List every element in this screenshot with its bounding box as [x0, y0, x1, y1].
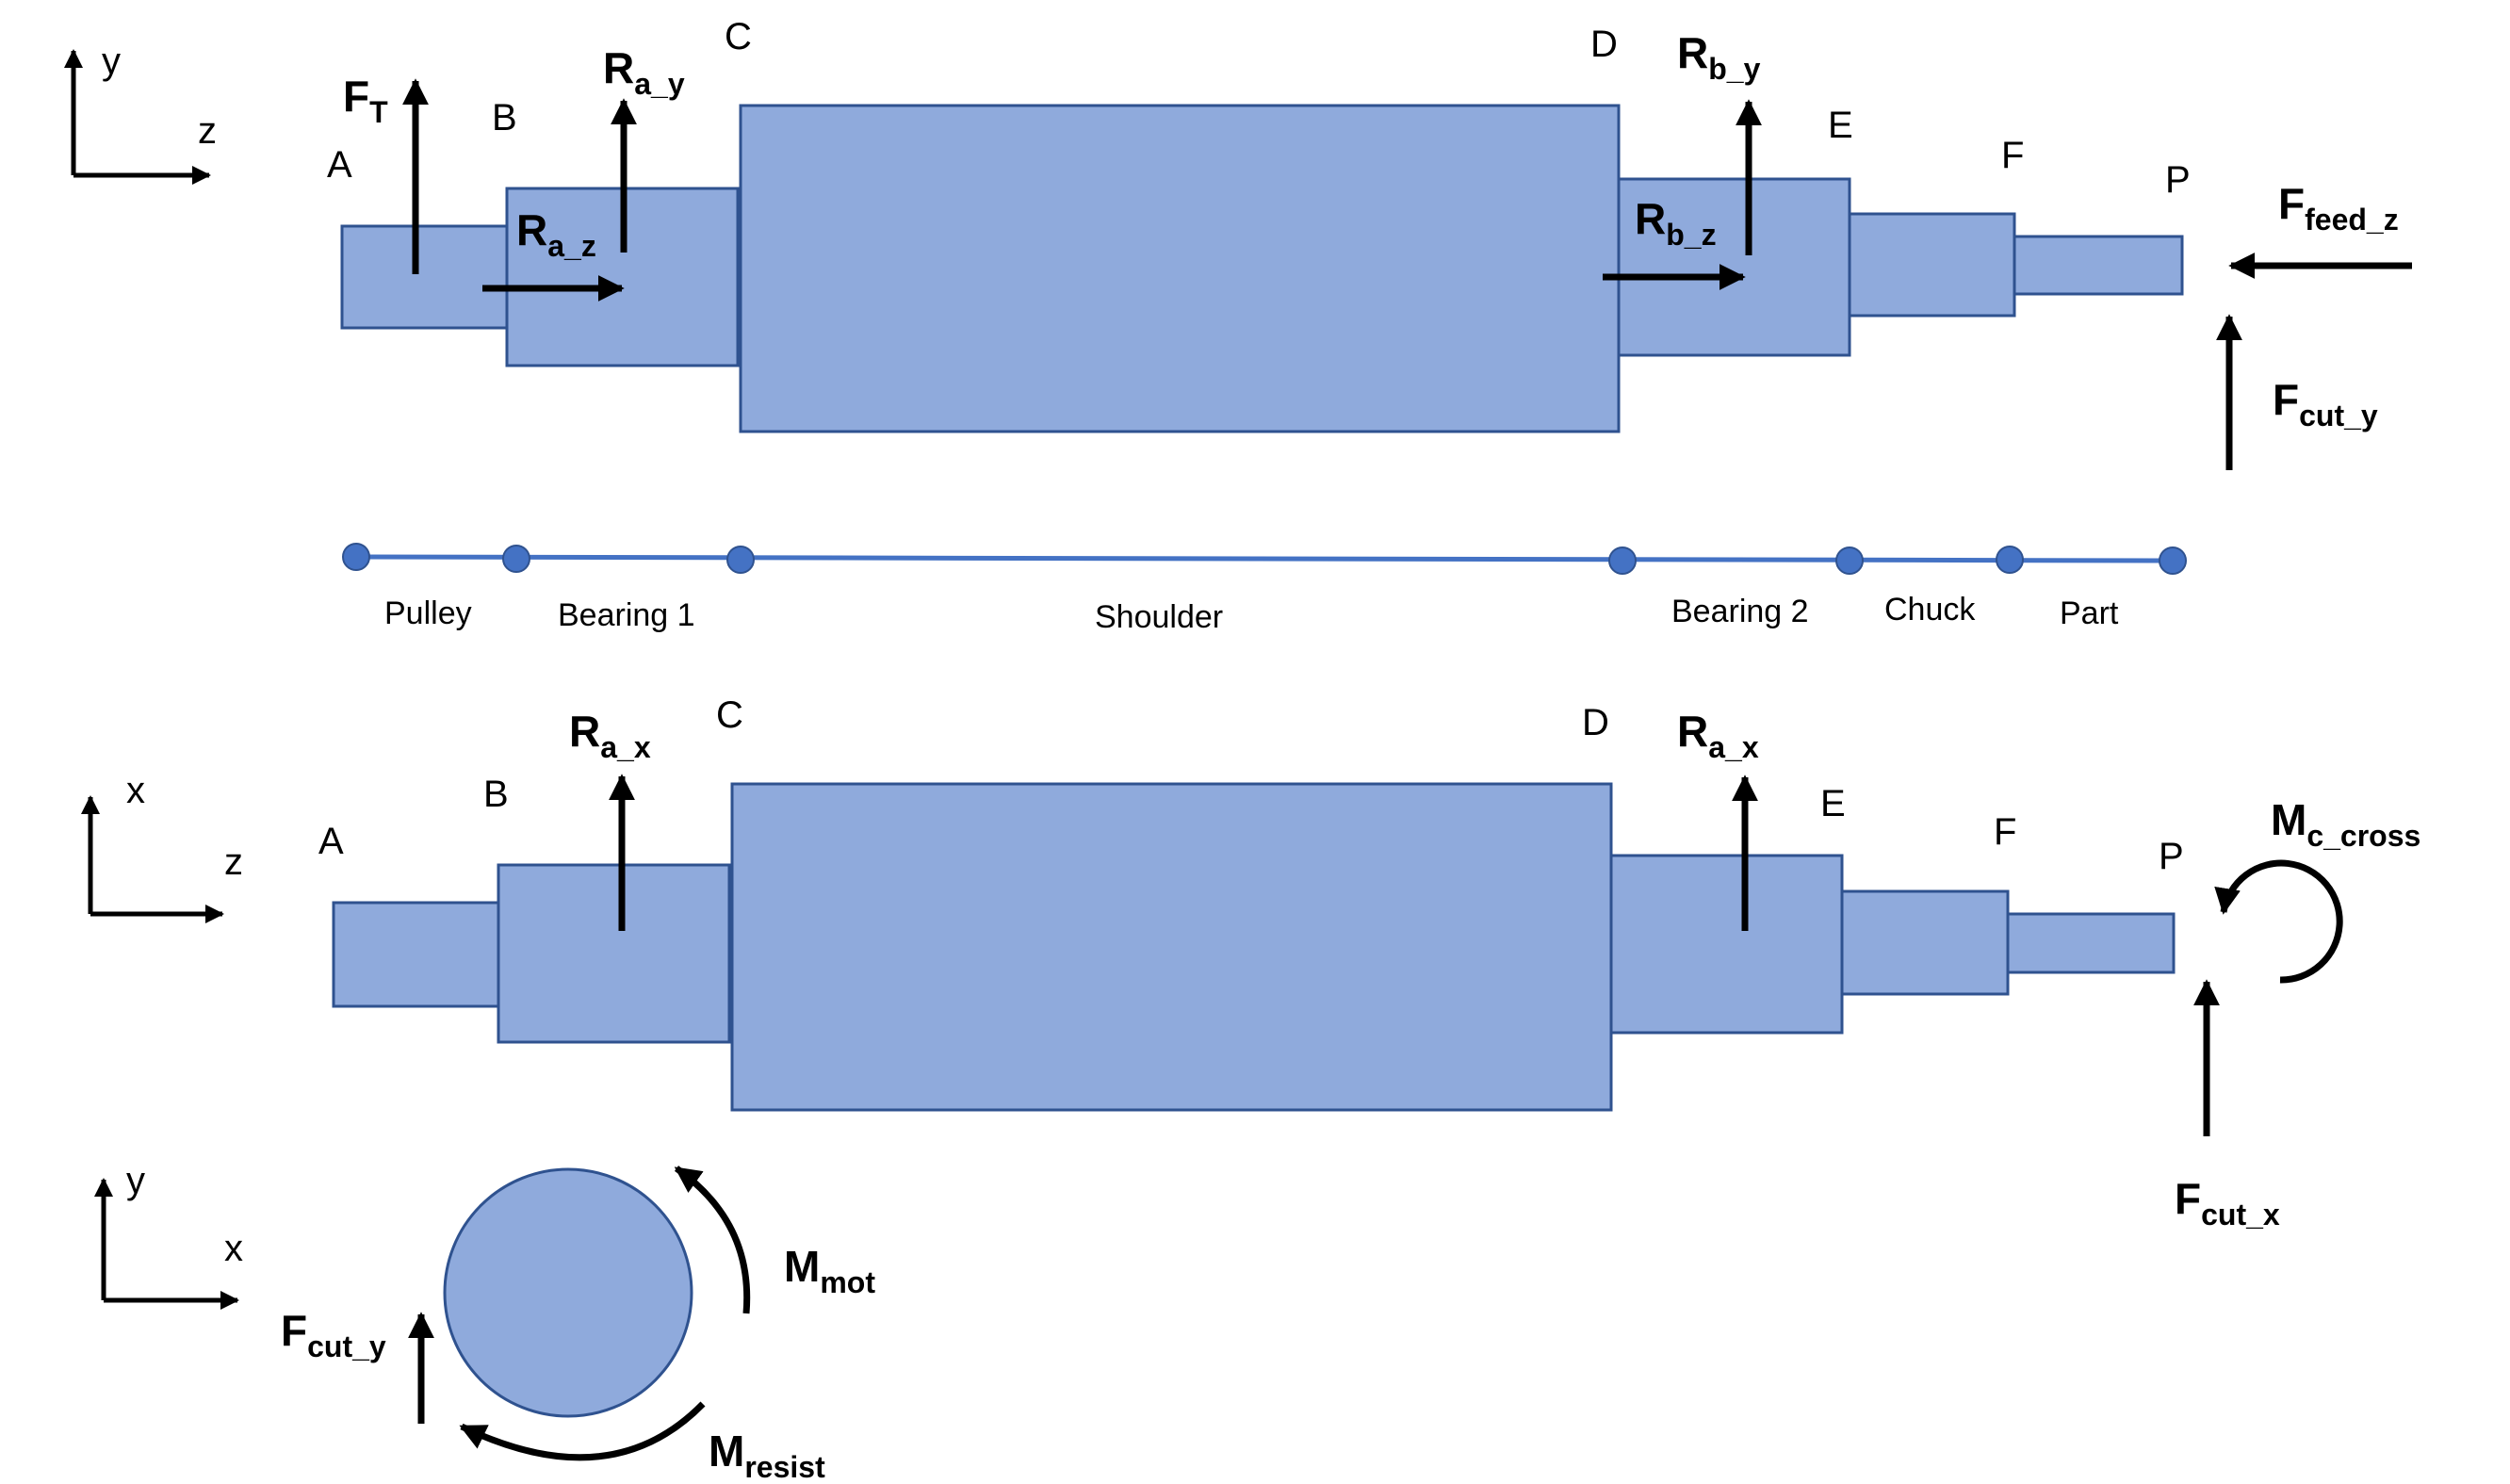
axes-xy: y x	[94, 1160, 243, 1310]
point-label-d: D	[1590, 24, 1618, 65]
point-label-c-2: C	[716, 694, 743, 736]
mc-cross-arrow	[2214, 859, 2343, 984]
axes-yz: y z	[64, 41, 217, 185]
ra-y-label: Ra_y	[603, 43, 685, 101]
segment-label-part: Part	[2060, 595, 2119, 631]
mresist-arrow	[459, 1401, 706, 1461]
node-p	[2159, 546, 2187, 575]
bearing-2-section-top	[1609, 854, 1844, 1035]
fcut-y-label: Fcut_y	[2273, 375, 2378, 432]
shoulder-section-top	[730, 782, 1613, 1112]
node-d	[1608, 546, 1637, 575]
rb-z-label: Rb_z	[1635, 194, 1717, 252]
rb-y-label: Rb_y	[1677, 28, 1761, 86]
axis-label-y: y	[102, 41, 121, 82]
point-label-p-2: P	[2159, 836, 2184, 877]
mmot-label: Mmot	[784, 1242, 875, 1299]
ra-x-label-left: Ra_x	[569, 707, 651, 764]
point-label-p: P	[2165, 159, 2191, 201]
ft-label: FT	[343, 72, 388, 129]
beam-line	[355, 554, 2174, 563]
segment-label-bearing-1: Bearing 1	[558, 597, 695, 633]
fcut-x-label: Fcut_x	[2175, 1174, 2280, 1231]
axis-label-x: x	[126, 770, 145, 811]
point-label-c: C	[725, 16, 752, 57]
axis-label-y-2: y	[126, 1160, 145, 1201]
segment-label-chuck: Chuck	[1884, 592, 1976, 628]
point-label-e: E	[1828, 105, 1853, 146]
point-labels-side: A B C D E F P	[327, 16, 2191, 201]
node-c	[726, 546, 755, 574]
node-b	[502, 545, 530, 573]
point-label-e-2: E	[1820, 783, 1846, 824]
chuck-section-top	[1840, 889, 2010, 996]
mmot-arrow	[674, 1166, 751, 1314]
top-view-xz: x z A B C D E F P Ra_x Ra_x Mc_cross	[81, 694, 2420, 1231]
pulley-section-top	[332, 901, 500, 1008]
segment-label-shoulder: Shoulder	[1095, 599, 1223, 635]
axis-label-z-2: z	[224, 841, 243, 883]
shaft-cross-section	[443, 1167, 693, 1418]
node-a	[342, 543, 370, 571]
part-section	[2013, 235, 2184, 296]
point-label-f-2: F	[1994, 811, 2016, 853]
part-section-top	[2006, 912, 2176, 974]
segment-line: Pulley Bearing 1 Shoulder Bearing 2 Chuc…	[342, 543, 2187, 635]
side-view-yz: y z A B C D E F P FT Ra_y Ra_z	[64, 16, 2412, 470]
point-label-b-2: B	[483, 774, 509, 815]
shaft-side	[340, 104, 2184, 433]
ra-z-label: Ra_z	[516, 205, 596, 263]
point-label-f: F	[2001, 135, 2024, 176]
pulley-section	[340, 224, 509, 330]
shoulder-section	[739, 104, 1621, 433]
point-label-d-2: D	[1582, 702, 1609, 743]
forces-side: FT Ra_y Ra_z Rb_y Rb_z Ffeed_z Fcut_y	[343, 28, 2412, 470]
bearing-1-section-top	[497, 863, 731, 1044]
forces-top: Ra_x Ra_x Mc_cross Fcut_x	[569, 707, 2420, 1231]
ra-x-label-right: Ra_x	[1677, 707, 1759, 764]
axes-xz: x z	[81, 770, 243, 923]
segment-label-bearing-2: Bearing 2	[1671, 594, 1809, 629]
ffeed-z-label: Ffeed_z	[2278, 179, 2399, 236]
fcut-y-label-2: Fcut_y	[281, 1306, 386, 1363]
node-e	[1835, 546, 1864, 575]
mc-cross-label: Mc_cross	[2271, 795, 2420, 853]
shaft-top	[332, 782, 2176, 1112]
axis-label-x-2: x	[224, 1228, 243, 1269]
axis-label-z: z	[198, 110, 217, 152]
point-label-b: B	[492, 97, 517, 139]
chuck-section	[1848, 212, 2016, 318]
point-labels-top: A B C D E F P	[318, 694, 2184, 877]
segment-label-pulley: Pulley	[384, 595, 472, 631]
mresist-label: Mresist	[709, 1427, 825, 1484]
cross-section-xy: y x Fcut_y Mmot Mresist	[94, 1160, 875, 1484]
node-f	[1996, 546, 2024, 574]
point-label-a-2: A	[318, 821, 344, 862]
point-label-a: A	[327, 144, 352, 186]
